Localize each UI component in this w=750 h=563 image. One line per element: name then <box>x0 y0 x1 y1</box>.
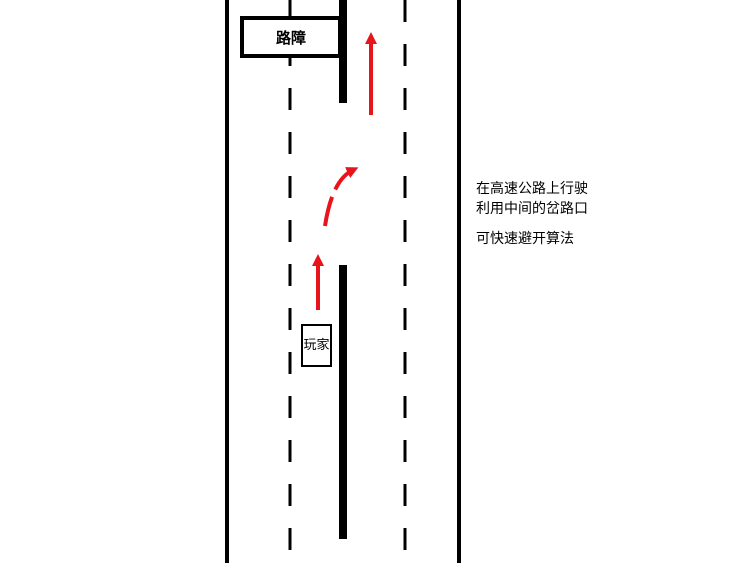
caption-line-3: 可快速避开算法 <box>476 231 574 247</box>
player-box: 玩家 <box>301 324 332 367</box>
obstacle-box: 路障 <box>240 16 342 58</box>
caption-line-2: 利用中间的岔路口 <box>476 201 588 217</box>
player-label: 玩家 <box>303 338 330 353</box>
caption-line-1: 在高速公路上行驶 <box>476 181 588 197</box>
obstacle-label: 路障 <box>275 28 306 47</box>
route-arrow-curve <box>323 167 359 227</box>
